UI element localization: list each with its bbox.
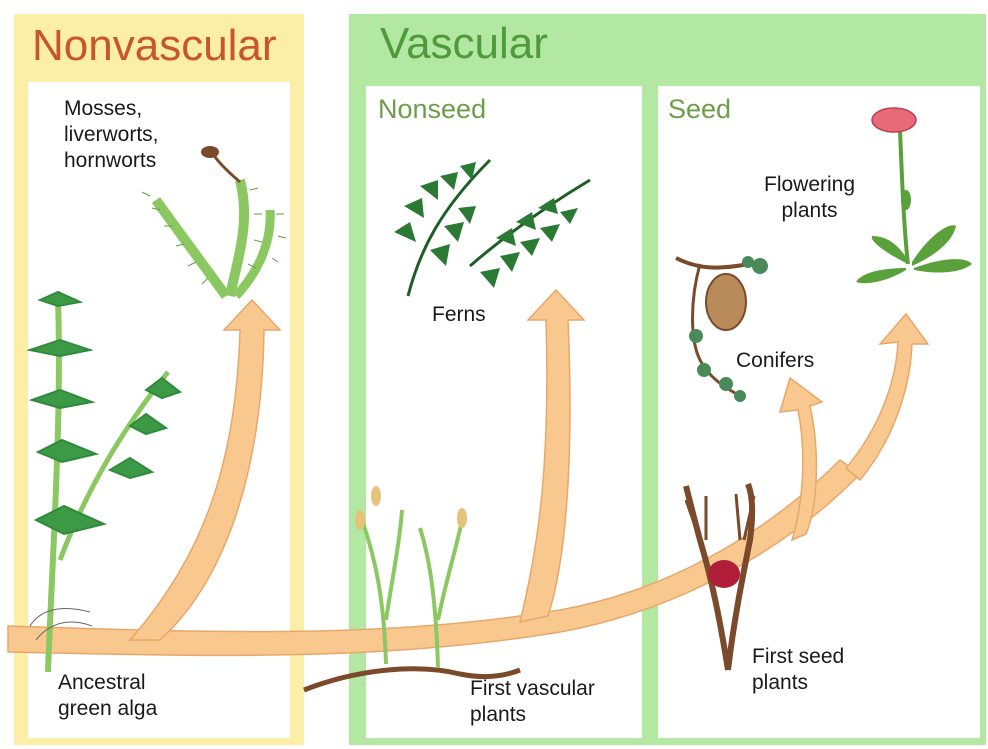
moss-illustration — [142, 146, 286, 296]
flowering-plant-illustration — [856, 108, 972, 283]
nonvascular-heading: Nonvascular — [32, 22, 277, 70]
nonseed-subheading: Nonseed — [378, 94, 486, 124]
ferns-label: Ferns — [432, 302, 486, 328]
mosses-label: Mosses, liverworts, hornworts — [64, 96, 159, 174]
vascular-heading: Vascular — [380, 20, 548, 68]
seed-subheading: Seed — [668, 94, 731, 124]
fern-illustration — [394, 160, 590, 296]
conifers-label: Conifers — [736, 348, 814, 374]
conifer-illustration — [676, 256, 768, 402]
first-vascular-plant-illustration — [304, 486, 520, 690]
ancestral-green-alga-label: Ancestral green alga — [58, 670, 157, 722]
first-seed-plants-label: First seed plants — [752, 644, 844, 696]
flowering-plants-label: Flowering plants — [764, 172, 855, 224]
first-vascular-plants-label: First vascular plants — [470, 676, 595, 728]
